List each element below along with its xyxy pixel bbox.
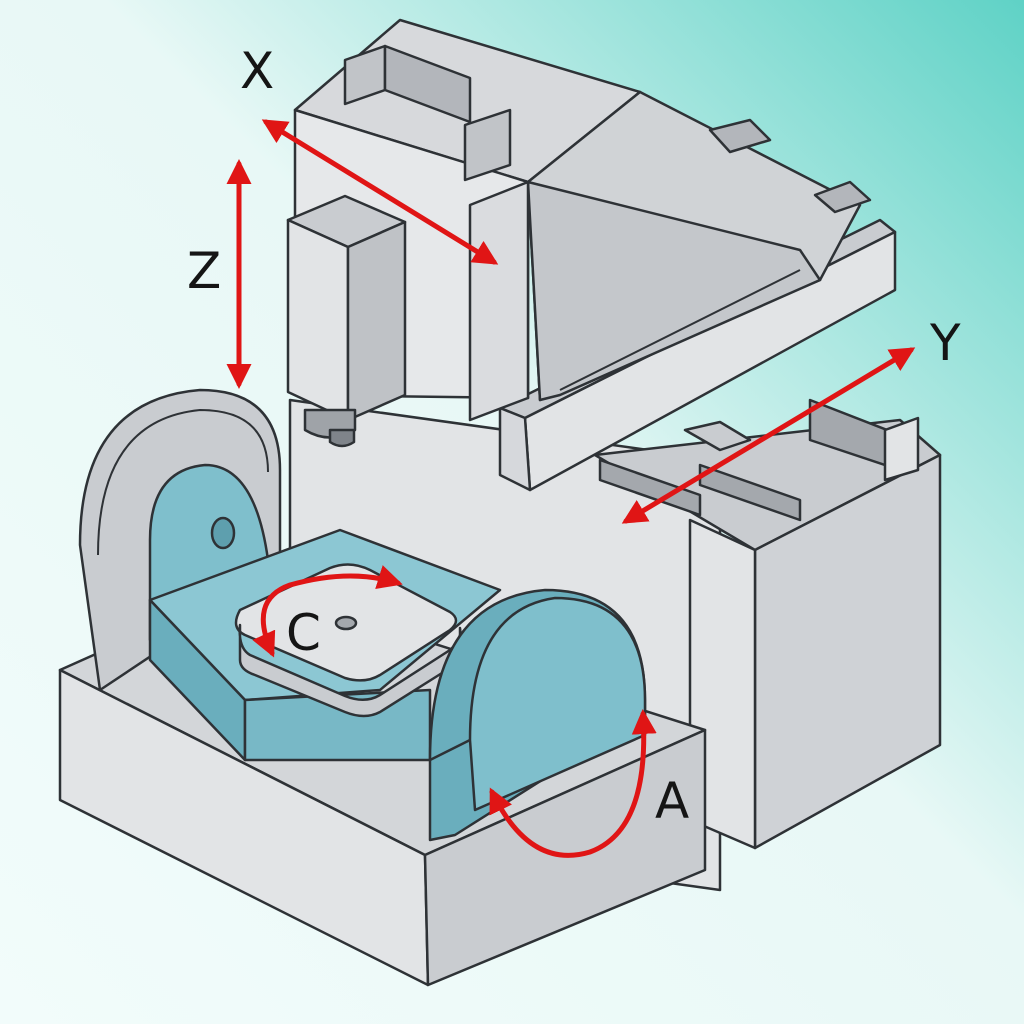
x-axis-label: X [240,42,274,100]
spindle-tool [303,408,357,448]
a-axis-label: A [655,772,689,830]
c-axis-label: C [286,604,321,662]
c-axis-arrow [252,565,403,658]
z-axis-label: Z [187,242,221,300]
y-axis-label: Y [929,314,961,372]
spindle-motor [286,194,407,422]
x-axis-arrow [261,119,499,265]
y-axis-arrow [621,347,916,524]
a-axis-arrow [489,709,657,858]
